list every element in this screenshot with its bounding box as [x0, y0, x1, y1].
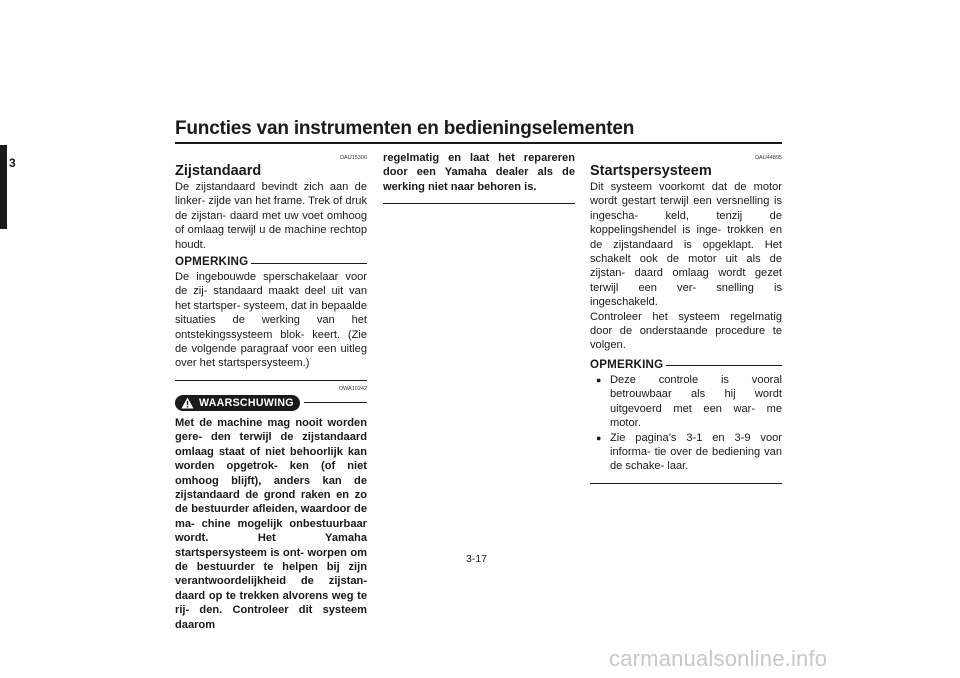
warning-end-rule	[383, 203, 575, 205]
page-title: Functies van instrumenten en bedieningse…	[175, 118, 635, 139]
list-item: Deze controle is vooral betrouwbaar als …	[590, 373, 782, 431]
title-rule	[175, 142, 782, 144]
note-rule	[666, 365, 782, 367]
section-heading: Zijstandaard	[175, 163, 262, 179]
note-bullet-list: Deze controle is vooral betrouwbaar als …	[590, 373, 782, 474]
section-intro: De zijstandaard bevindt zich aan de link…	[175, 181, 367, 251]
warning-text-continued: regelmatig en laat het repareren door ee…	[383, 152, 575, 193]
note-rule	[251, 262, 367, 264]
section-intro-2: Controleer het systeem regelmatig door d…	[590, 310, 782, 352]
chapter-number: 3	[9, 156, 16, 170]
note-label: OPMERKING	[175, 255, 249, 269]
note-end-rule	[175, 379, 367, 381]
warning-label: WAARSCHUWING	[199, 396, 294, 409]
column-2: regelmatig en laat het repareren door ee…	[383, 151, 575, 205]
page-number: 3-17	[466, 553, 488, 565]
section-code: DAU15306	[340, 155, 367, 161]
warning-rule	[303, 402, 367, 404]
warning-triangle-icon	[181, 397, 194, 409]
column-3: DAU44895 Startspersysteem Dit systeem vo…	[590, 154, 782, 484]
note-header: OPMERKING	[590, 357, 782, 372]
warning-code: DWA10242	[339, 385, 367, 392]
note-end-rule	[590, 482, 782, 484]
list-item: Zie pagina’s 3-1 en 3-9 voor informa- ti…	[590, 431, 782, 474]
watermark: carmanualsonline.info	[609, 646, 828, 671]
section-heading: Startspersysteem	[590, 163, 712, 179]
warning-text: Met de machine mag nooit worden gere- de…	[175, 416, 367, 631]
warning-badge: WAARSCHUWING	[175, 394, 300, 411]
section-code: DAU44895	[755, 155, 782, 161]
note-header: OPMERKING	[175, 254, 367, 269]
note-label: OPMERKING	[590, 357, 664, 371]
section-intro-1: Dit systeem voorkomt dat de motor wordt …	[590, 181, 782, 309]
note-text: De ingebouwde sperschakelaar voor de zij…	[175, 271, 367, 370]
warning-header: WAARSCHUWING	[175, 394, 367, 411]
column-1: DAU15306 Zijstandaard De zijstandaard be…	[175, 154, 367, 632]
chapter-tab	[0, 145, 7, 229]
